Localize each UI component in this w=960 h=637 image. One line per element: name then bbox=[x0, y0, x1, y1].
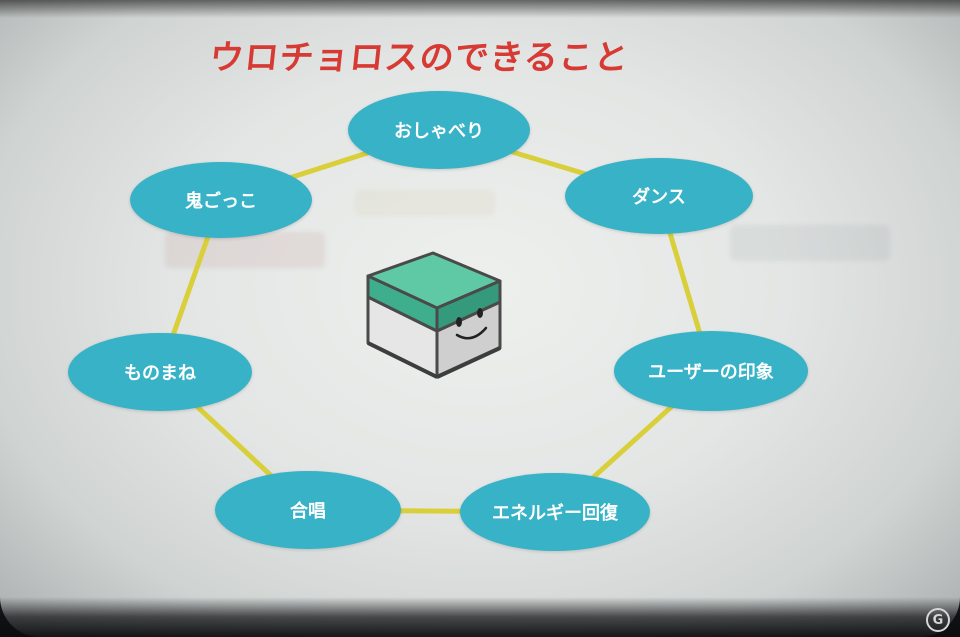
smiling-cube-icon bbox=[366, 251, 502, 379]
node-energy: エネルギー回復 bbox=[460, 473, 650, 551]
watermark-text: G bbox=[932, 612, 944, 628]
watermark-logo-icon: G bbox=[926, 608, 950, 632]
node-dance: ダンス bbox=[565, 158, 753, 234]
node-label: エネルギー回復 bbox=[492, 503, 618, 524]
node-label: ものまね bbox=[124, 363, 196, 384]
node-label: 鬼ごっこ bbox=[185, 191, 257, 212]
node-chorus: 合唱 bbox=[215, 471, 401, 549]
node-label: 合唱 bbox=[290, 501, 326, 522]
node-label: ユーザーの印象 bbox=[648, 362, 774, 383]
node-tag: 鬼ごっこ bbox=[130, 162, 312, 238]
node-label: おしゃべり bbox=[394, 121, 484, 142]
node-talk: おしゃべり bbox=[348, 91, 530, 169]
node-impression: ユーザーの印象 bbox=[614, 331, 808, 411]
node-label: ダンス bbox=[632, 187, 686, 208]
node-mimic: ものまね bbox=[68, 333, 252, 411]
